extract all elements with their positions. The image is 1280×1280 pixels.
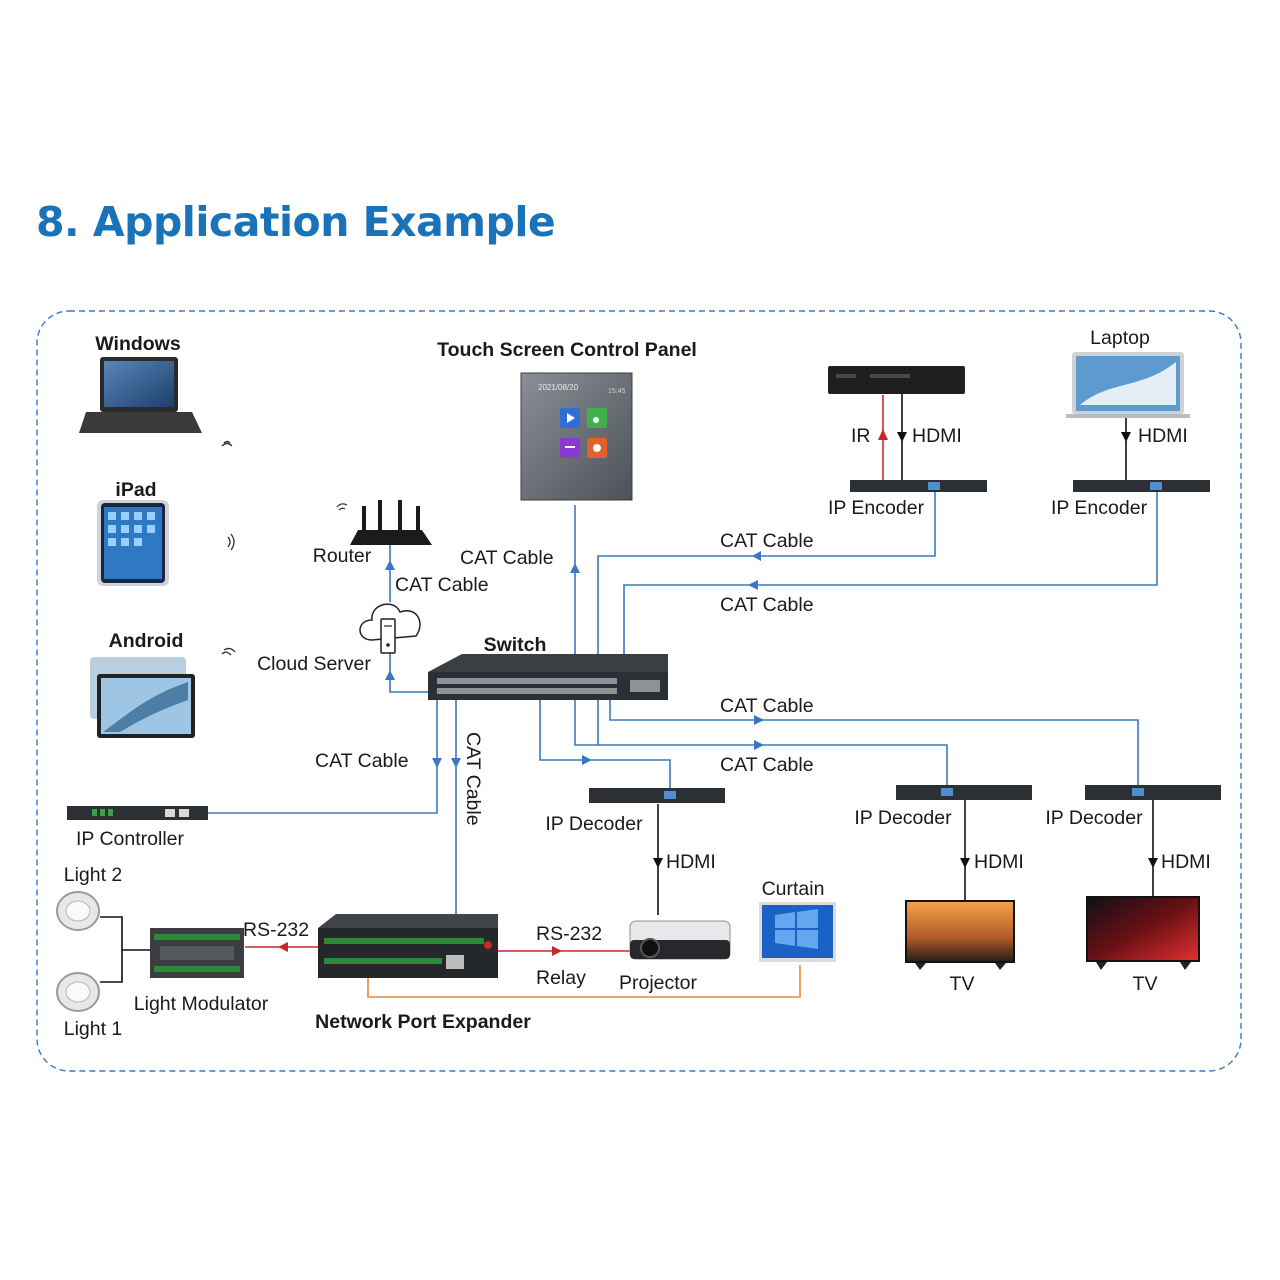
wifi-icon bbox=[221, 440, 233, 447]
windows-laptop-icon bbox=[79, 357, 202, 433]
label-tv-2: TV bbox=[1133, 973, 1158, 995]
ip-decoder-device bbox=[896, 785, 1032, 800]
ip-decoder-device bbox=[1085, 785, 1221, 800]
label-network-port-expander: Network Port Expander bbox=[315, 1011, 531, 1033]
android-tablet-icon bbox=[90, 657, 195, 738]
label-laptop: Laptop bbox=[1090, 327, 1150, 349]
label-android: Android bbox=[109, 630, 184, 652]
light-modulator-device bbox=[150, 928, 244, 978]
network-switch-icon bbox=[428, 654, 668, 700]
label-hdmi-decoder-2: HDMI bbox=[974, 851, 1024, 873]
light-icon bbox=[56, 972, 100, 1012]
label-cat-encoder-1: CAT Cable bbox=[720, 530, 814, 552]
diagram-frame bbox=[36, 310, 1242, 1072]
connection-lines bbox=[100, 390, 1158, 998]
label-ipad: iPad bbox=[115, 479, 156, 501]
label-hdmi-encoder-2: HDMI bbox=[1138, 425, 1188, 447]
ipad-icon bbox=[97, 500, 169, 586]
label-cat-decoder-2: CAT Cable bbox=[720, 754, 814, 776]
network-port-expander-device bbox=[318, 914, 498, 978]
label-ip-controller: IP Controller bbox=[76, 828, 185, 850]
set-top-box-icon bbox=[828, 366, 965, 394]
label-cat-decoder-3: CAT Cable bbox=[720, 695, 814, 717]
label-hdmi-decoder-1: HDMI bbox=[666, 851, 716, 873]
label-projector: Projector bbox=[619, 972, 698, 994]
label-curtain: Curtain bbox=[762, 878, 825, 900]
label-tv-1: TV bbox=[950, 973, 975, 995]
tv-icon bbox=[1086, 896, 1200, 970]
label-light-1: Light 1 bbox=[64, 1018, 123, 1040]
label-hdmi-decoder-3: HDMI bbox=[1161, 851, 1211, 873]
ip-controller-device bbox=[67, 806, 208, 820]
label-rs232-modulator: RS-232 bbox=[243, 919, 309, 941]
label-light-2: Light 2 bbox=[64, 864, 123, 886]
label-ip-encoder-1: IP Encoder bbox=[828, 497, 925, 519]
label-rs232-projector: RS-232 bbox=[536, 923, 602, 945]
projector-icon bbox=[629, 920, 731, 960]
label-ip-decoder-2: IP Decoder bbox=[854, 807, 952, 829]
touch-panel-date: 2021/08/20 bbox=[538, 383, 579, 392]
label-touch-panel: Touch Screen Control Panel bbox=[437, 339, 697, 361]
ip-encoder-device bbox=[850, 480, 987, 492]
wifi-icon bbox=[336, 503, 348, 511]
curtain-screen-icon bbox=[759, 902, 836, 962]
label-ip-decoder-1: IP Decoder bbox=[545, 813, 643, 835]
label-ip-encoder-2: IP Encoder bbox=[1051, 497, 1148, 519]
touch-panel-icon: 2021/08/20 15:45 bbox=[520, 372, 633, 501]
label-ir: IR bbox=[851, 425, 871, 447]
label-cat-router-panel: CAT Cable bbox=[460, 547, 554, 569]
label-hdmi-encoder-1: HDMI bbox=[912, 425, 962, 447]
label-cat-cloud-router: CAT Cable bbox=[395, 574, 489, 596]
label-light-modulator: Light Modulator bbox=[134, 993, 269, 1015]
label-cat-controller: CAT Cable bbox=[315, 750, 409, 772]
label-ip-decoder-3: IP Decoder bbox=[1045, 807, 1143, 829]
wifi-icon bbox=[227, 533, 235, 551]
label-relay: Relay bbox=[536, 967, 586, 989]
label-switch: Switch bbox=[484, 634, 547, 656]
tv-icon bbox=[905, 900, 1015, 970]
ip-encoder-device bbox=[1073, 480, 1210, 492]
light-icon bbox=[56, 891, 100, 931]
label-cat-expander: CAT Cable bbox=[462, 732, 484, 826]
label-cloud-server: Cloud Server bbox=[257, 653, 371, 675]
router-icon bbox=[350, 500, 432, 545]
touch-panel-time: 15:45 bbox=[608, 388, 626, 395]
label-windows: Windows bbox=[95, 333, 181, 355]
cloud-server-icon bbox=[359, 603, 421, 654]
page-title: 8. Application Example bbox=[36, 198, 556, 246]
laptop-icon bbox=[1066, 352, 1190, 418]
label-router: Router bbox=[313, 545, 372, 567]
wifi-icon bbox=[221, 647, 236, 656]
label-cat-encoder-2: CAT Cable bbox=[720, 594, 814, 616]
ip-decoder-device bbox=[589, 788, 725, 803]
